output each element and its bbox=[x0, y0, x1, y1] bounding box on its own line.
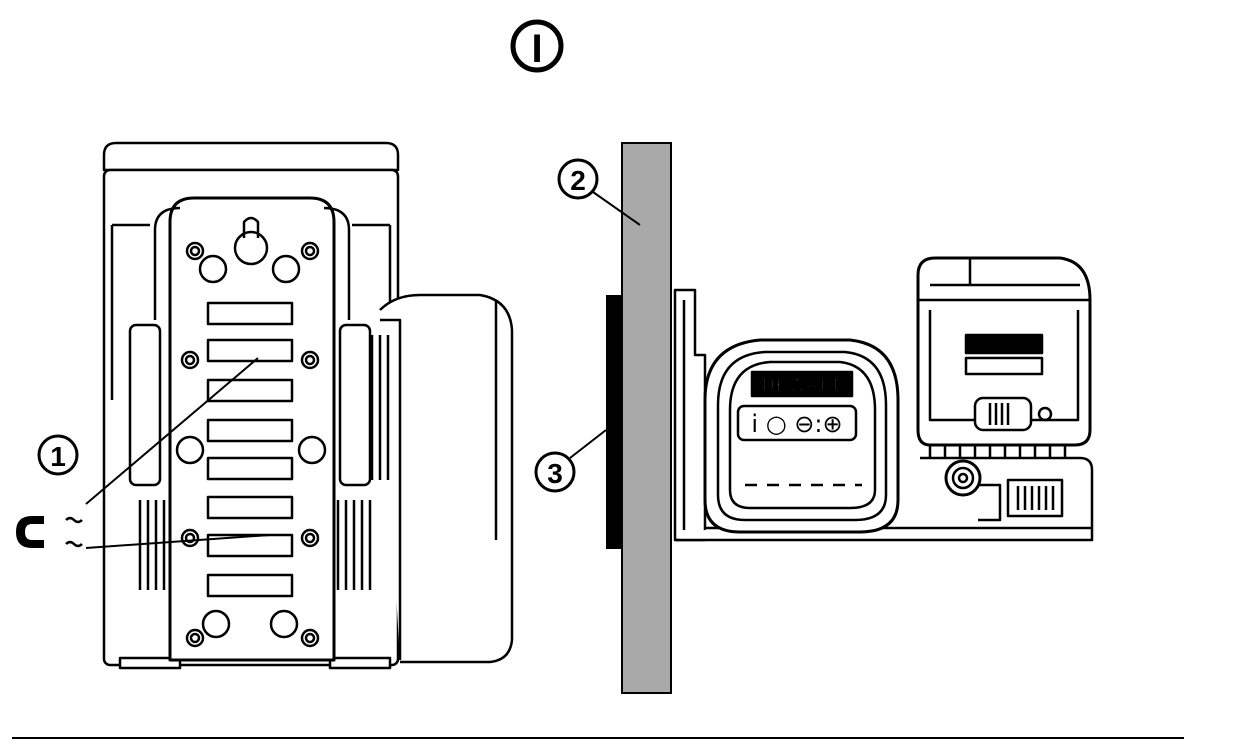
laser-back-view bbox=[102, 141, 514, 670]
laser-side-view: DEWALT i ○ ⊖:⊕ DEWALT bbox=[673, 256, 1094, 542]
release-ridges bbox=[1016, 486, 1055, 510]
magnetic-plate bbox=[168, 196, 336, 662]
callout-1-label: 1 bbox=[50, 441, 66, 472]
section-marker-label: I bbox=[531, 27, 542, 71]
head-logo: DEWALT bbox=[974, 337, 1034, 352]
keyhole-slot bbox=[233, 216, 269, 266]
side-vents bbox=[370, 335, 390, 480]
callout-2-label: 2 bbox=[570, 165, 586, 196]
callout-3-label: 3 bbox=[547, 458, 563, 489]
callout-3: 3 bbox=[534, 429, 607, 493]
magnet-slots bbox=[206, 301, 294, 598]
wall-surface bbox=[621, 142, 672, 694]
switch-ridges bbox=[988, 403, 1010, 425]
callout-1: 1 bbox=[37, 357, 271, 549]
callout-2: 2 bbox=[557, 158, 641, 226]
magnet-icon bbox=[16, 516, 83, 548]
panel-symbols: i ○ ⊖:⊕ bbox=[751, 410, 842, 438]
battery-logo: DEWALT bbox=[762, 375, 843, 395]
left-grille bbox=[138, 500, 166, 590]
metal-plate bbox=[606, 295, 622, 549]
knurled-ring bbox=[928, 445, 1067, 458]
section-marker: I bbox=[510, 19, 564, 73]
right-grille bbox=[336, 500, 372, 590]
adjustment-knob bbox=[944, 459, 982, 497]
screws bbox=[180, 241, 320, 648]
